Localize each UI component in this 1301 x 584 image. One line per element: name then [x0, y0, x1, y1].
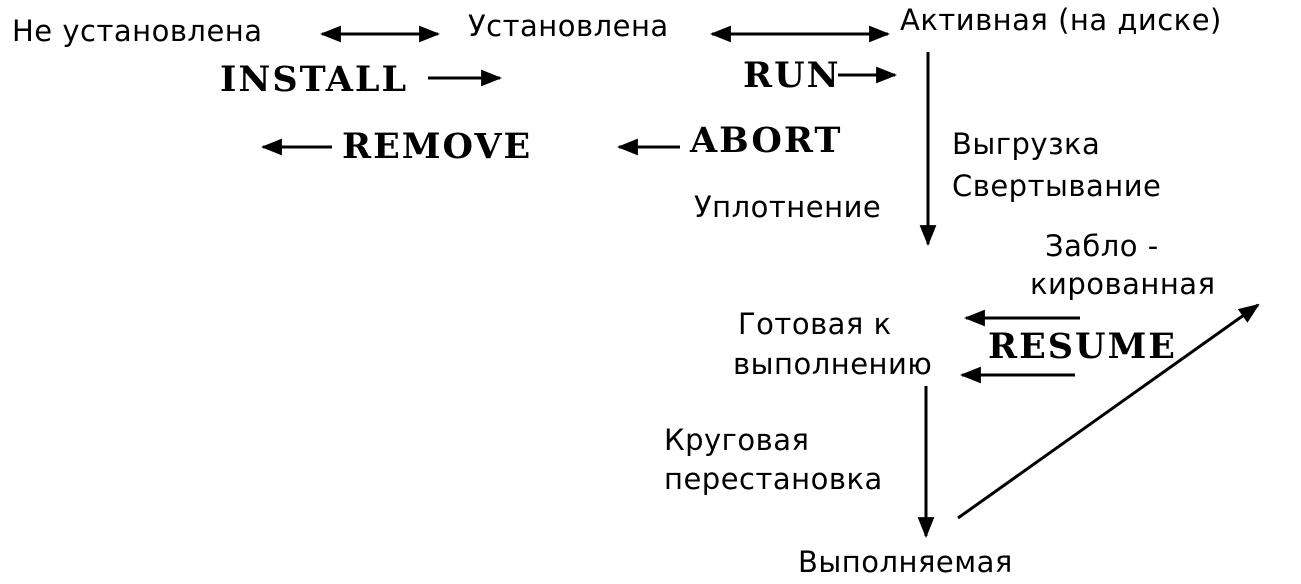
command-abort: ABORT	[690, 120, 843, 161]
state-not-installed: Не установлена	[12, 14, 263, 48]
arrow-executing-to-blocked	[957, 303, 1260, 520]
transition-unload: Выгрузка	[952, 127, 1101, 161]
state-installed: Установлена	[468, 9, 669, 43]
transition-swap: Свертывание	[952, 169, 1162, 203]
state-ready-line1: Готовая к	[738, 307, 892, 341]
state-blocked-line2: кированная	[1030, 267, 1216, 301]
state-active-on-disk: Активная (на диске)	[900, 3, 1222, 37]
command-run: RUN	[743, 55, 841, 96]
command-remove: REMOVE	[342, 126, 533, 167]
command-install: INSTALL	[220, 59, 409, 100]
state-blocked-line1: Забло -	[1045, 229, 1159, 263]
state-executing: Выполняемая	[798, 545, 1013, 579]
state-ready-line2: выполнению	[733, 347, 933, 381]
transition-round-robin-line1: Круговая	[664, 423, 810, 457]
transition-compaction: Уплотнение	[694, 190, 882, 224]
command-resume: RESUME	[988, 326, 1177, 367]
transition-round-robin-line2: перестановка	[664, 462, 883, 496]
